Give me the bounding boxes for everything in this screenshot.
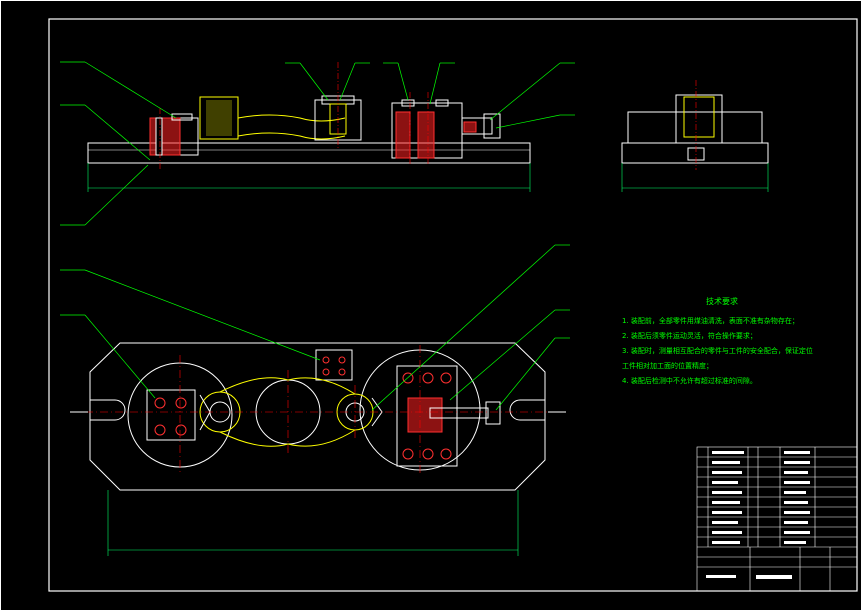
requirement-line: 2. 装配后须零件运动灵活，符合操作要求；: [622, 332, 757, 340]
technical-requirements: 技术要求 1. 装配前，全部零件用煤油清洗，表面不准有杂物存在； 2. 装配后须…: [622, 296, 842, 389]
requirement-line: 3. 装配时，测量相互配合的零件与工件的安全配合，保证定位: [622, 347, 813, 355]
top-view: [70, 342, 566, 556]
requirement-line: 4. 装配后检测中不允许有超过标准的间隙。: [622, 377, 757, 385]
requirement-line: 工件相对加工面的位置精度；: [622, 362, 713, 370]
leader-lines: [60, 61, 575, 411]
front-view: [87, 62, 531, 192]
requirement-line: 1. 装配前，全部零件用煤油清洗，表面不准有杂物存在；: [622, 317, 799, 325]
side-view: [621, 80, 769, 192]
technical-requirements-title: 技术要求: [706, 297, 738, 306]
title-block: [696, 446, 858, 592]
